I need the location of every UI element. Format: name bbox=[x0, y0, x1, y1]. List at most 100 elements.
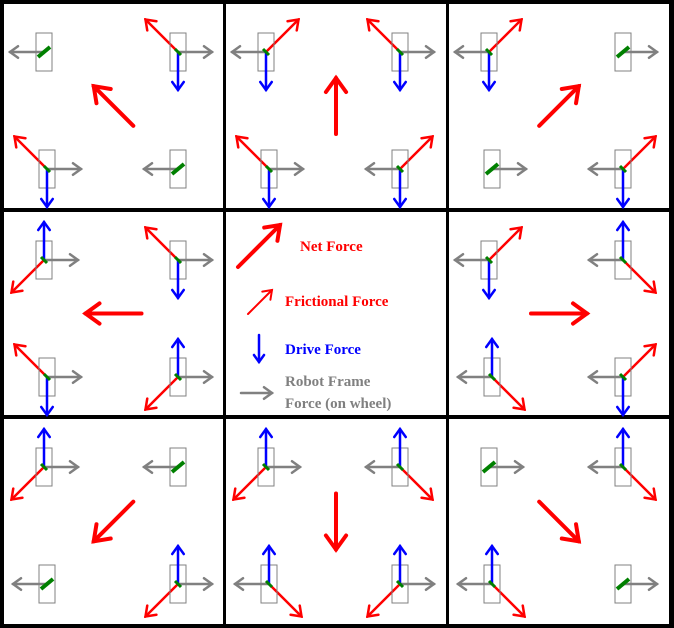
robot-frame-force-arrow bbox=[42, 252, 81, 268]
wheel-bottom-right bbox=[365, 543, 437, 619]
frictional-force-arrow bbox=[398, 134, 435, 171]
panel-content-top-right bbox=[452, 17, 660, 210]
frictional-force-arrow bbox=[143, 375, 180, 412]
robot-frame-force-arrow bbox=[621, 576, 660, 592]
drive-force-arrow bbox=[261, 543, 277, 586]
robot-frame-force-arrow bbox=[42, 459, 81, 475]
wheel-top-left bbox=[452, 17, 524, 93]
drive-force-arrow bbox=[258, 50, 274, 93]
drive-force-arrow bbox=[392, 426, 408, 469]
robot-frame-force-arrow bbox=[455, 369, 494, 385]
drive-force-arrow bbox=[36, 426, 52, 469]
wheel-bottom-right bbox=[614, 564, 660, 604]
wheel-top-left bbox=[229, 17, 301, 93]
frictional-force-arrow bbox=[143, 582, 180, 619]
panel-content-top-center bbox=[229, 17, 437, 210]
drive-force-arrow bbox=[615, 167, 631, 210]
wheel-outline bbox=[169, 447, 187, 487]
drive-force-arrow bbox=[39, 167, 55, 210]
wheel-axle bbox=[264, 164, 274, 174]
robot-frame-force-arrow bbox=[141, 161, 180, 177]
wheel-bottom-left bbox=[12, 134, 84, 210]
frictional-force-arrow bbox=[264, 17, 301, 54]
wheel-top-left bbox=[231, 426, 303, 502]
robot-frame-force-arrow bbox=[363, 459, 402, 475]
frictional-force-arrow bbox=[487, 225, 524, 262]
wheel-top-right bbox=[143, 225, 215, 301]
frictional-force-arrow bbox=[490, 582, 527, 619]
legend-drive-force-label: Drive Force bbox=[285, 342, 361, 358]
wheel-axle bbox=[618, 164, 628, 174]
panel-content-bottom-right bbox=[455, 426, 660, 619]
wheel-axle bbox=[173, 47, 183, 57]
wheel-outline bbox=[169, 149, 187, 189]
wheel-axle bbox=[615, 577, 631, 591]
legend-net-force-icon bbox=[236, 222, 283, 269]
drive-force-arrow bbox=[615, 375, 631, 418]
net-force-arrow bbox=[91, 499, 136, 544]
wheel-axle bbox=[487, 579, 497, 589]
robot-frame-force-arrow bbox=[586, 161, 625, 177]
legend-robot-frame-line1: Robot Frame bbox=[285, 374, 371, 390]
drive-force-arrow bbox=[170, 258, 186, 301]
robot-frame-force-arrow bbox=[452, 44, 491, 60]
net-force-arrow bbox=[529, 301, 591, 326]
wheel-top-left bbox=[480, 447, 526, 487]
wheel-top-left bbox=[452, 225, 524, 301]
wheel-bottom-left bbox=[483, 149, 529, 189]
frictional-force-arrow bbox=[398, 465, 435, 502]
panel-content-top-left bbox=[7, 17, 215, 210]
wheel-axle bbox=[39, 255, 49, 265]
frictional-force-arrow bbox=[487, 17, 524, 54]
wheel-bottom-right bbox=[143, 543, 215, 619]
wheel-axle bbox=[39, 462, 49, 472]
robot-frame-force-arrow bbox=[141, 459, 180, 475]
robot-frame-force-arrow bbox=[232, 576, 271, 592]
net-force-arrow bbox=[323, 491, 349, 553]
robot-frame-force-arrow bbox=[10, 576, 49, 592]
wheel-top-right bbox=[586, 219, 658, 295]
wheel-outline bbox=[614, 32, 632, 72]
wheel-outline bbox=[480, 447, 498, 487]
panel-content-middle-right bbox=[452, 219, 658, 418]
frictional-force-arrow bbox=[231, 465, 268, 502]
wheel-axle bbox=[170, 162, 186, 176]
legend-drive-force-icon bbox=[252, 333, 266, 365]
wheel-axle bbox=[484, 47, 494, 57]
robot-frame-force-arrow bbox=[264, 459, 303, 475]
robot-frame-force-arrow bbox=[586, 459, 625, 475]
wheel-top-right bbox=[614, 32, 660, 72]
robot-frame-force-arrow bbox=[452, 252, 491, 268]
drive-force-arrow bbox=[170, 336, 186, 379]
drive-force-arrow bbox=[615, 219, 631, 262]
robot-frame-force-arrow bbox=[586, 252, 625, 268]
wheel-axle bbox=[264, 579, 274, 589]
wheel-axle bbox=[173, 372, 183, 382]
robot-frame-force-arrow bbox=[267, 161, 306, 177]
robot-frame-force-arrow bbox=[176, 576, 215, 592]
wheel-axle bbox=[395, 47, 405, 57]
wheel-bottom-right bbox=[143, 336, 215, 412]
wheel-bottom-left bbox=[234, 134, 306, 210]
wheel-axle bbox=[261, 462, 271, 472]
wheel-axle bbox=[173, 579, 183, 589]
wheel-top-left bbox=[7, 32, 53, 72]
wheel-axle bbox=[615, 45, 631, 59]
wheel-axle bbox=[395, 462, 405, 472]
wheel-top-right bbox=[141, 447, 187, 487]
robot-frame-force-arrow bbox=[398, 576, 437, 592]
robot-frame-force-arrow bbox=[363, 161, 402, 177]
frictional-force-arrow bbox=[621, 465, 658, 502]
robot-frame-force-arrow bbox=[7, 44, 46, 60]
net-force-arrow bbox=[537, 83, 582, 128]
wheel-axle bbox=[39, 577, 55, 591]
wheel-top-right bbox=[363, 426, 435, 502]
frictional-force-arrow bbox=[12, 342, 49, 379]
robot-frame-force-arrow bbox=[455, 576, 494, 592]
drive-force-arrow bbox=[615, 426, 631, 469]
wheel-top-right bbox=[143, 17, 215, 93]
wheel-axle bbox=[618, 372, 628, 382]
frictional-force-arrow bbox=[365, 17, 402, 54]
legend bbox=[236, 222, 283, 401]
